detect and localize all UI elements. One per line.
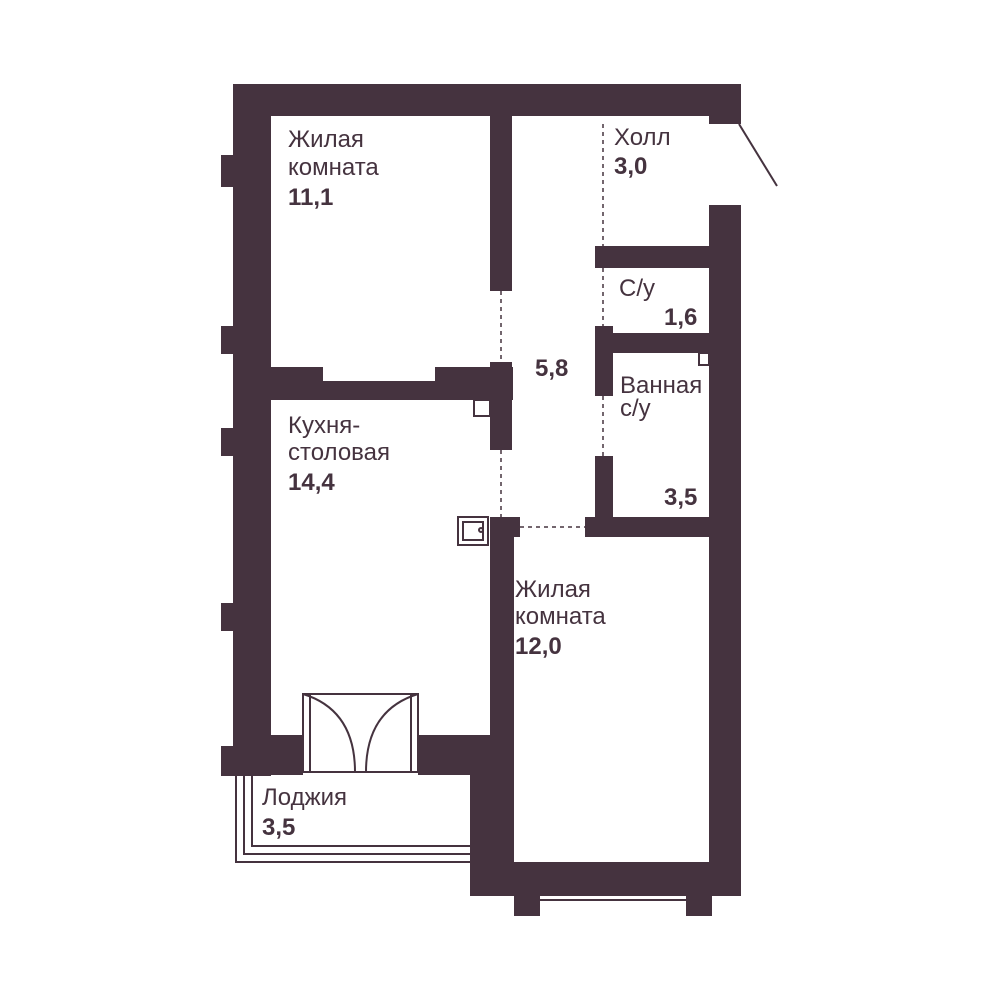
hall-area: 3,0 <box>614 153 647 180</box>
wall-living1-right <box>490 116 512 291</box>
bath-name-line2: с/у <box>620 395 651 422</box>
sink-drain-icon <box>478 527 484 533</box>
wall-bath-left <box>595 456 613 537</box>
vent-shaft-bath-icon <box>698 352 710 366</box>
entry-door-leaf <box>738 123 778 187</box>
hall-name: Холл <box>614 124 671 151</box>
pier-5 <box>221 746 271 776</box>
wc-name: С/у <box>619 275 655 302</box>
wall-top-right-corner <box>709 84 741 124</box>
loggia-area: 3,5 <box>262 814 295 841</box>
wall-wc-bottom <box>595 333 741 353</box>
kitchen-name-line1: Кухня- <box>288 412 360 439</box>
loggia-glazing-inner <box>243 776 470 855</box>
living1-name-line2: комната <box>288 154 379 181</box>
wall-top <box>233 84 741 116</box>
balcony-door-arc-right <box>365 693 419 773</box>
living1-area: 11,1 <box>288 184 333 211</box>
living2-name-line1: Жилая <box>515 576 591 603</box>
living2-name-line2: комната <box>515 603 606 630</box>
pier-1 <box>221 155 271 187</box>
wall-kitchen-bottom-right <box>418 735 514 775</box>
wall-kitchen-right-top <box>490 362 512 450</box>
room-labels: Жилая комната 11,1 Холл 3,0 5,8 С/у 1,6 … <box>262 124 702 841</box>
vent-shaft-kitchen-icon <box>473 399 491 417</box>
wall-right <box>709 205 741 895</box>
wall-wc-top <box>595 246 741 268</box>
balcony-door-frame <box>302 693 419 773</box>
corridor-area: 5,8 <box>535 355 568 382</box>
kitchen-name-line2: столовая <box>288 439 390 466</box>
sink-icon <box>457 516 489 546</box>
living2-area: 12,0 <box>515 633 562 660</box>
bath-name-line1: Ванная <box>620 372 702 399</box>
walls <box>221 84 741 916</box>
wall-bottom-stub-right <box>686 880 712 916</box>
pier-4 <box>221 603 271 631</box>
loggia-glazing-mid <box>251 776 470 847</box>
living1-name-line1: Жилая <box>288 126 364 153</box>
openings <box>500 124 604 528</box>
windows <box>233 187 686 901</box>
doors <box>302 123 778 773</box>
wall-corridor-living2 <box>585 517 741 537</box>
wall-bottom-stub-left <box>514 880 540 916</box>
pier-3 <box>221 428 271 456</box>
bath-area: 3,5 <box>664 484 697 511</box>
fixtures <box>457 352 710 546</box>
wall-living2-left <box>490 517 514 777</box>
loggia-name: Лоджия <box>262 784 347 811</box>
pier-2 <box>221 326 271 354</box>
kitchen-area: 14,4 <box>288 469 335 496</box>
balcony-door-arc-left <box>302 693 356 773</box>
wall-kitchen-right-bottom <box>490 517 520 537</box>
wc-area: 1,6 <box>664 304 697 331</box>
loggia-glazing-outer <box>235 776 470 863</box>
